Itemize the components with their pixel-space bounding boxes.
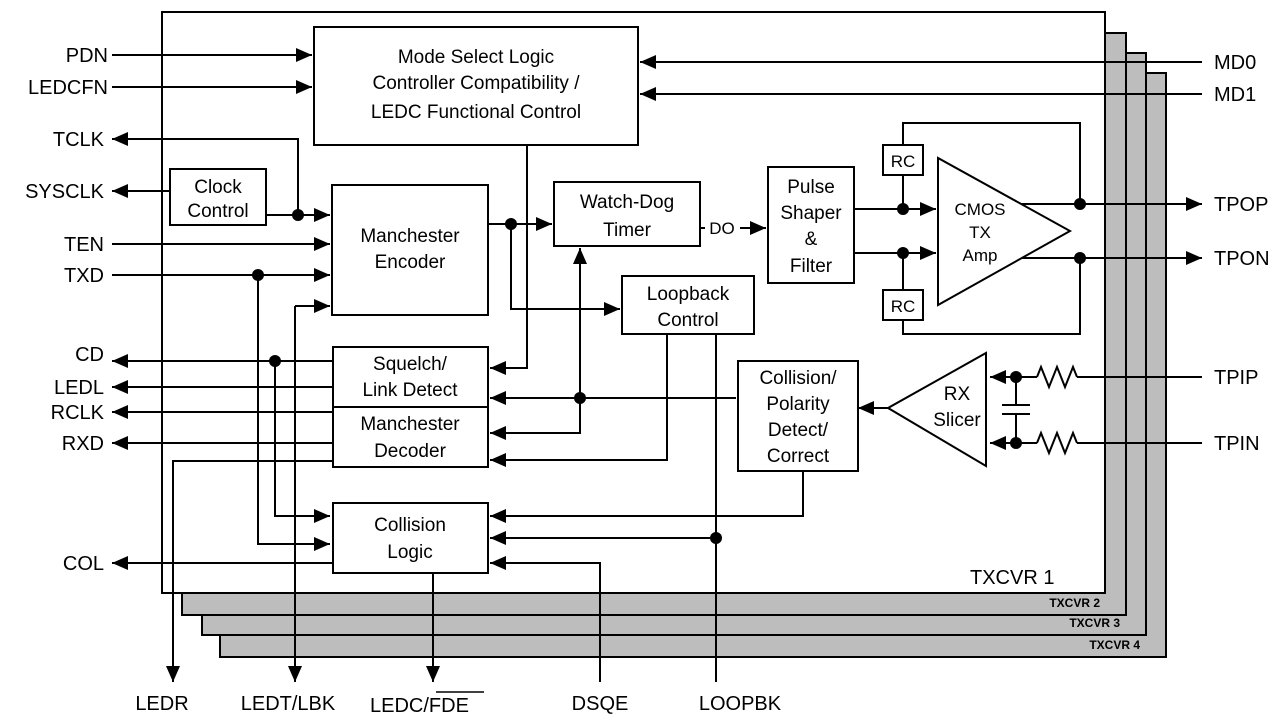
- svg-text:Clock: Clock: [194, 177, 242, 198]
- loopback-control-block: Loopback Control: [621, 275, 755, 335]
- svg-text:Slicer: Slicer: [933, 410, 981, 431]
- signal-txd: TXD: [64, 265, 104, 287]
- manchester-decoder-block: Manchester Decoder: [332, 406, 489, 468]
- svg-text:RC: RC: [891, 152, 916, 171]
- svg-text:Correct: Correct: [767, 446, 830, 467]
- rc-top-block: RC: [882, 144, 924, 176]
- svg-text:Control: Control: [187, 201, 248, 222]
- signal-loopbk: LOOPBK: [699, 693, 782, 715]
- svg-text:Filter: Filter: [790, 256, 833, 277]
- svg-text:LEDC/FDE: LEDC/FDE: [370, 695, 469, 716]
- svg-text:Shaper: Shaper: [780, 203, 842, 224]
- svg-text:Control: Control: [657, 310, 718, 331]
- signal-tpin: TPIN: [1214, 433, 1260, 455]
- mode-select-logic-block: Mode Select Logic Controller Compatibili…: [313, 26, 639, 146]
- cmos-tx-amp-block: CMOS TX Amp: [937, 156, 1073, 307]
- signal-md0: MD0: [1214, 52, 1256, 74]
- svg-text:Collision/: Collision/: [759, 368, 837, 389]
- svg-text:Detect/: Detect/: [768, 420, 829, 441]
- svg-text:Timer: Timer: [603, 220, 652, 241]
- signal-tclk: TCLK: [53, 129, 105, 151]
- svg-text:Mode Select Logic: Mode Select Logic: [398, 47, 554, 68]
- txcvr3-label: TXCVR 3: [1069, 616, 1120, 630]
- signal-rclk: RCLK: [51, 402, 105, 424]
- signal-ledcfn: LEDCFN: [28, 77, 108, 99]
- signal-ledt-lbk: LEDT/LBK: [241, 693, 336, 715]
- signal-ten: TEN: [64, 234, 104, 256]
- svg-text:Squelch/: Squelch/: [373, 354, 448, 375]
- signal-tpip: TPIP: [1214, 367, 1258, 389]
- collision-polarity-block: Collision/ Polarity Detect/ Correct: [737, 360, 859, 472]
- txcvr4-label: TXCVR 4: [1089, 638, 1140, 652]
- svg-text:Loopback: Loopback: [647, 284, 730, 305]
- watchdog-timer-block: Watch-Dog Timer: [553, 181, 701, 247]
- svg-text:Controller Compatibility /: Controller Compatibility /: [373, 73, 581, 94]
- collision-logic-block: Collision Logic: [332, 502, 489, 574]
- svg-text:Pulse: Pulse: [787, 177, 835, 198]
- svg-text:Decoder: Decoder: [374, 441, 446, 462]
- signal-md1: MD1: [1214, 84, 1256, 106]
- txcvr2-label: TXCVR 2: [1049, 596, 1100, 610]
- svg-text:CMOS: CMOS: [955, 200, 1006, 219]
- pulse-shaper-block: Pulse Shaper & Filter: [767, 166, 855, 284]
- svg-text:TX: TX: [969, 223, 991, 242]
- signal-tpon: TPON: [1214, 248, 1270, 270]
- rx-slicer-block: RX Slicer: [885, 351, 987, 468]
- svg-text:Collision: Collision: [374, 515, 446, 536]
- svg-text:Encoder: Encoder: [375, 252, 446, 273]
- svg-text:Amp: Amp: [963, 246, 998, 265]
- svg-text:&: &: [805, 229, 818, 250]
- signal-ledc-fde: LEDC/FDE: [370, 691, 484, 716]
- svg-text:Link Detect: Link Detect: [362, 380, 458, 401]
- do-label: DO: [709, 219, 735, 238]
- signal-sysclk: SYSCLK: [25, 181, 105, 203]
- svg-text:Manchester: Manchester: [360, 414, 460, 435]
- signal-tpop: TPOP: [1214, 194, 1268, 216]
- rc-bottom-block: RC: [882, 289, 924, 321]
- svg-text:Watch-Dog: Watch-Dog: [580, 192, 674, 213]
- squelch-link-detect-block: Squelch/ Link Detect: [332, 346, 489, 408]
- svg-text:Polarity: Polarity: [766, 394, 830, 415]
- signal-col: COL: [63, 553, 104, 575]
- signal-ledr: LEDR: [135, 693, 188, 715]
- clock-control-block: Clock Control: [169, 168, 267, 226]
- svg-text:RX: RX: [944, 384, 971, 405]
- signal-dsqe: DSQE: [572, 693, 629, 715]
- svg-text:Logic: Logic: [387, 542, 432, 563]
- signal-rxd: RXD: [62, 433, 104, 455]
- txcvr1-label: TXCVR 1: [970, 567, 1054, 589]
- signal-ledl: LEDL: [54, 377, 104, 399]
- svg-text:Manchester: Manchester: [360, 226, 460, 247]
- signal-pdn: PDN: [66, 45, 108, 67]
- manchester-encoder-block: Manchester Encoder: [331, 184, 489, 316]
- signal-cd: CD: [75, 344, 104, 366]
- svg-text:LEDC Functional Control: LEDC Functional Control: [371, 102, 581, 123]
- svg-text:RC: RC: [891, 297, 916, 316]
